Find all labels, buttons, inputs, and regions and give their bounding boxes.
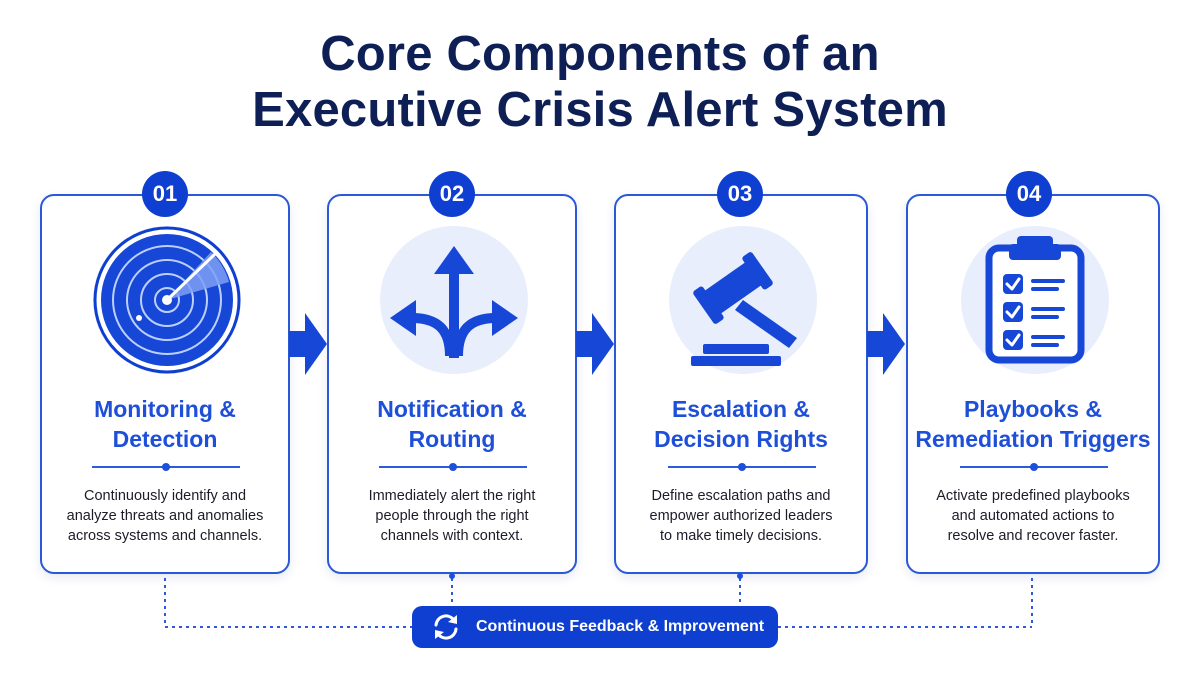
step-desc-3: Define escalation paths and empower auth… bbox=[649, 488, 833, 544]
icon-disc-3 bbox=[669, 226, 817, 374]
step-desc-1: Continuously identify and analyze threat… bbox=[66, 488, 264, 544]
gavel-icon bbox=[691, 252, 797, 366]
refresh-cycle-icon bbox=[434, 614, 458, 640]
divider-dot-2 bbox=[449, 463, 457, 471]
clipboard-checklist-icon bbox=[985, 236, 1085, 364]
step-card-monitoring: Monitoring & Detection Continuously iden… bbox=[40, 194, 290, 574]
flow-arrow-2 bbox=[576, 313, 614, 375]
step-badge-3: 03 bbox=[717, 171, 763, 217]
loop-dot-3 bbox=[737, 573, 743, 579]
step-desc-2: Immediately alert the right people throu… bbox=[368, 488, 536, 544]
step-card-escalation: Escalation & Decision Rights Define esca… bbox=[614, 194, 868, 574]
routing-arrows-icon bbox=[390, 246, 518, 358]
feedback-pill: Continuous Feedback & Improvement bbox=[412, 606, 778, 648]
step-desc-4: Activate predefined playbooks and automa… bbox=[936, 488, 1130, 544]
step-title-1: Monitoring & Detection bbox=[94, 396, 236, 452]
step-badge-1: 01 bbox=[142, 171, 188, 217]
icon-disc-1 bbox=[93, 226, 241, 374]
radar-icon bbox=[93, 226, 241, 374]
divider-dot-3 bbox=[738, 463, 746, 471]
page-title: Core Components of an Executive Crisis A… bbox=[0, 26, 1200, 138]
loop-dot-2 bbox=[449, 573, 455, 579]
flow-arrow-3 bbox=[867, 313, 905, 375]
title-line-1: Core Components of an bbox=[320, 27, 880, 81]
step-badge-2: 02 bbox=[429, 171, 475, 217]
step-card-notification: Notification & Routing Immediately alert… bbox=[327, 194, 577, 574]
feedback-label: Continuous Feedback & Improvement bbox=[476, 618, 765, 635]
divider-dot-4 bbox=[1030, 463, 1038, 471]
divider-dot-1 bbox=[162, 463, 170, 471]
step-title-3: Escalation & Decision Rights bbox=[654, 396, 828, 452]
title-line-2: Executive Crisis Alert System bbox=[252, 83, 948, 137]
step-title-2: Notification & Routing bbox=[377, 396, 527, 452]
step-badge-4: 04 bbox=[1006, 171, 1052, 217]
icon-disc-4 bbox=[961, 226, 1109, 374]
step-title-4: Playbooks & Remediation Triggers bbox=[915, 396, 1151, 452]
flow-arrow-1 bbox=[289, 313, 327, 375]
icon-disc-2 bbox=[380, 226, 528, 374]
step-card-playbooks: Playbooks & Remediation Triggers Activat… bbox=[906, 194, 1160, 574]
